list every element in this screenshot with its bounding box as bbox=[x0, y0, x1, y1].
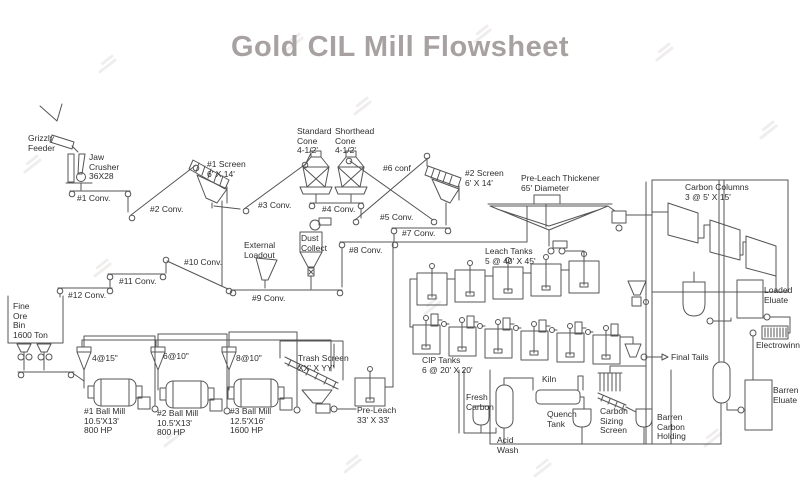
label-conveyor-11: #11 Conv. bbox=[119, 276, 157, 286]
conveyor-9 bbox=[229, 289, 344, 297]
label-loaded-eluate: Loaded Eluate bbox=[764, 285, 793, 305]
label-barren-eluate: Barren Eluate bbox=[773, 385, 799, 405]
page-title: Gold CIL Mill Flowsheet bbox=[230, 31, 570, 63]
dust-collector-icon bbox=[299, 217, 332, 290]
pre-leach-tank bbox=[354, 366, 394, 407]
tails-transfer-pipes bbox=[645, 181, 653, 445]
label-dust-collect: Dust Collect bbox=[301, 233, 327, 253]
label-cip-tanks: CIP Tanks 6 @ 20' X 20' bbox=[422, 355, 473, 375]
barren-carbon-holding-bin bbox=[625, 406, 653, 445]
label-conveyor-3: #3 Conv. bbox=[258, 200, 292, 210]
carbon-sizing-screen bbox=[597, 365, 647, 411]
conveyor-12 bbox=[56, 287, 114, 298]
grizzly-feeder-icon bbox=[39, 103, 79, 153]
label-ball-mill-2: #2 Ball Mill 10.5'X13' 800 HP bbox=[157, 408, 199, 438]
label-external-loadout: External Loadout bbox=[244, 240, 276, 260]
label-conveyor-12: #12 Conv. bbox=[68, 290, 107, 300]
external-loadout-bin bbox=[255, 257, 278, 289]
electrowinning-cell bbox=[749, 325, 789, 381]
barren-eluate-tank bbox=[726, 379, 773, 431]
shorthead-cone-crusher-icon bbox=[334, 150, 368, 203]
label-cyclones-1: 4@15" bbox=[92, 353, 118, 363]
cip-tanks bbox=[412, 313, 634, 365]
screen-1 bbox=[188, 159, 241, 287]
kiln bbox=[535, 375, 585, 410]
ball-mill-1 bbox=[87, 378, 159, 413]
acid-wash-vessel bbox=[495, 377, 534, 445]
conveyor-4 bbox=[308, 202, 365, 219]
label-carbon-sizing-screen: Carbon Sizing Screen bbox=[600, 406, 628, 436]
label-ball-mill-1: #1 Ball Mill 10.5'X13' 800 HP bbox=[84, 406, 126, 436]
label-leach-tanks: Leach Tanks 5 @ 40' X 45' bbox=[485, 246, 536, 266]
label-final-tails: Final Tails bbox=[671, 352, 709, 362]
label-conveyor-7: #7 Conv. bbox=[402, 228, 436, 238]
conveyor-8 bbox=[338, 241, 399, 288]
label-conveyor-5: #5 Conv. bbox=[380, 212, 414, 222]
label-trash-screen: Trash Screen XX' X YY' bbox=[298, 353, 349, 373]
label-carbon-columns: Carbon Columns 3 @ 5' X 15' bbox=[685, 182, 749, 202]
label-shorthead-cone: Shorthead Cone 4-1/2' bbox=[335, 126, 375, 156]
cyclone-cluster-1 bbox=[76, 346, 92, 389]
grinding-circuit-piping bbox=[81, 331, 332, 409]
fresh-carbon-bin bbox=[472, 405, 490, 434]
conveyor-1 bbox=[68, 190, 132, 213]
quench-tank bbox=[572, 408, 592, 445]
final-tails-discharge bbox=[624, 343, 669, 361]
label-electrowinning: Electrowinn bbox=[756, 340, 800, 350]
label-ball-mill-3: #3 Ball Mill 12.5'X16' 1600 HP bbox=[230, 406, 272, 436]
label-pre-leach-thickener: Pre-Leach Thickener 65' Diameter bbox=[521, 173, 600, 193]
label-conveyor-10: #10 Conv. bbox=[184, 257, 223, 267]
label-conveyor-2: #2 Conv. bbox=[150, 204, 184, 214]
thickener-feed-pipe bbox=[392, 205, 528, 388]
label-fine-ore-bin: Fine Ore Bin 1600 Ton bbox=[13, 301, 48, 341]
label-kiln: Kiln bbox=[542, 374, 557, 384]
conveyor-10 bbox=[162, 256, 233, 295]
label-conveyor-1: #1 Conv. bbox=[77, 193, 111, 203]
screen-2 bbox=[424, 158, 462, 226]
ball-mill-3 bbox=[227, 378, 301, 414]
label-fresh-carbon: Fresh Carbon bbox=[466, 392, 494, 412]
label-pre-leach: Pre-Leach 33' X 33' bbox=[357, 405, 397, 425]
label-conveyor-4: #4 Conv. bbox=[322, 204, 356, 214]
label-cyclones-3: 8@10" bbox=[236, 353, 262, 363]
fine-ore-bin bbox=[7, 295, 64, 371]
loaded-carbon-screen-vessel bbox=[627, 271, 732, 325]
pre-leach-thickener bbox=[487, 194, 653, 262]
label-barren-carbon-holding: Barren Carbon Holding bbox=[657, 412, 686, 442]
label-cyclones-2: 6@10" bbox=[163, 351, 189, 361]
label-conveyor-8: #8 Conv. bbox=[349, 245, 383, 255]
loaded-eluate-tank bbox=[736, 279, 791, 334]
carbon-area-piping bbox=[458, 369, 722, 445]
label-quench-tank: Quench Tank bbox=[547, 409, 577, 429]
reclaim-conveyor bbox=[17, 371, 85, 382]
label-conveyor-6: #6 conf bbox=[383, 163, 411, 173]
conveyor-11 bbox=[106, 273, 167, 288]
strip-vessel bbox=[712, 361, 731, 445]
jaw-crusher-icon bbox=[65, 153, 93, 191]
label-screen-2: #2 Screen 6' X 14' bbox=[465, 168, 504, 188]
label-grizzly-feeder: Grizzly Feeder bbox=[28, 133, 55, 153]
standard-cone-crusher-icon bbox=[299, 150, 333, 203]
trash-screen bbox=[279, 340, 357, 414]
label-jaw-crusher: Jaw Crusher 36X28 bbox=[89, 152, 120, 182]
label-conveyor-9: #9 Conv. bbox=[252, 293, 286, 303]
conveyor-5 bbox=[345, 157, 438, 226]
carbon-columns bbox=[651, 179, 789, 363]
leach-tanks bbox=[409, 251, 600, 328]
label-acid-wash: Acid Wash bbox=[497, 435, 519, 455]
label-standard-cone: Standard Cone 4-1/2' bbox=[297, 126, 332, 156]
conveyor-7 bbox=[390, 227, 452, 242]
label-screen-1: #1 Screen 6' X 14' bbox=[207, 159, 246, 179]
ball-mill-2 bbox=[159, 380, 231, 415]
